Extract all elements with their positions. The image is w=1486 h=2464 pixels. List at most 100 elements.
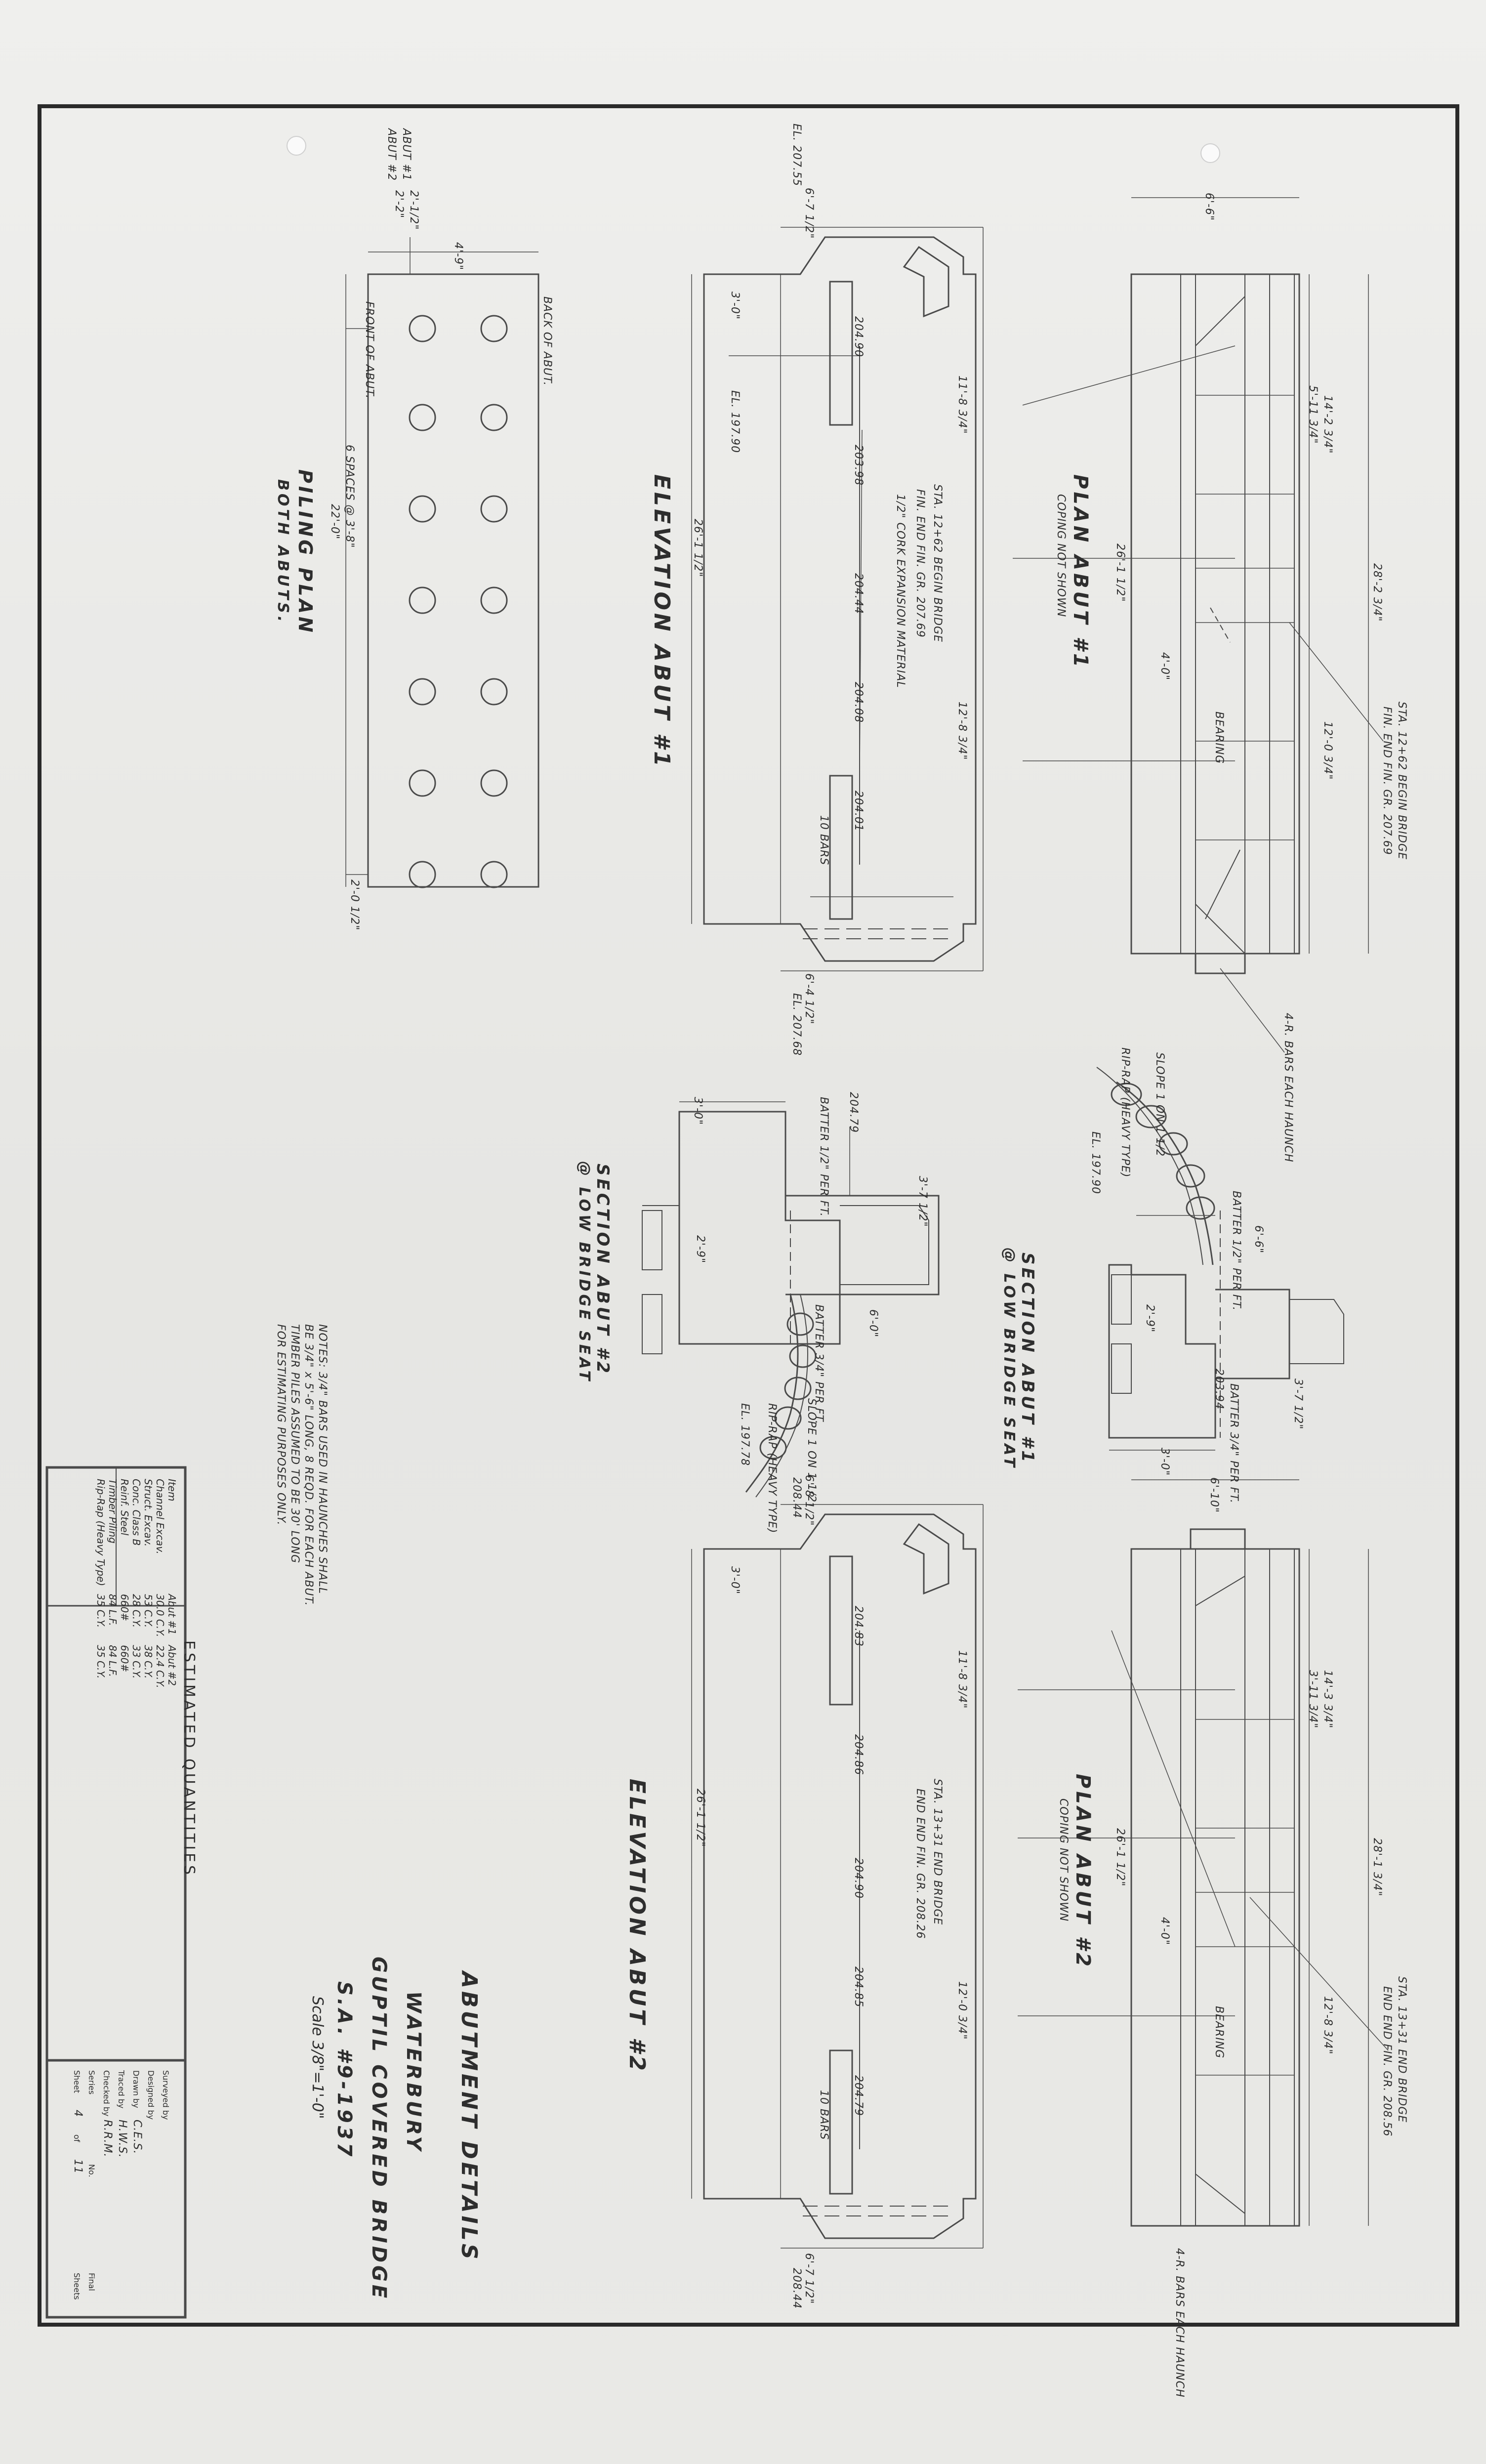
plan-abut-2-lines: [1018, 1479, 1389, 2227]
elev1-dim3: 6'-4 1/2": [803, 973, 815, 1025]
section2-seat: 3'-7 1/2": [916, 1176, 929, 1227]
section1-batter1: BATTER 1/2" PER FT.: [1230, 1191, 1242, 1311]
punch-hole: [287, 136, 306, 156]
notes-line-4: FOR ESTIMATING PURPOSES ONLY.: [275, 1324, 287, 1526]
plan-abut-1-subtitle: COPING NOT SHOWN: [1055, 494, 1067, 618]
notes-line-2: BE 3/4" x 5'-6" LONG, 8 REQD. FOR EACH A…: [302, 1324, 315, 1606]
elev2-el-top: 208.44: [790, 1477, 803, 1518]
final-label: Final: [87, 2273, 96, 2291]
project-number: S.A. #9-1937: [333, 1981, 356, 2160]
plan-abut-1-lines: [1013, 197, 1384, 1053]
elev1-sta: STA. 12+62 BEGIN BRIDGE: [931, 484, 944, 642]
piling-plan-title: PILING PLAN: [294, 469, 316, 635]
piling-width: 4'-9": [452, 242, 464, 271]
piling-spaces: 6 SPACES @ 3'-8": [343, 445, 356, 548]
plan2-bars: 4-R. BARS EACH HAUNCH: [1173, 2248, 1186, 2398]
section1-d3: 2'-9": [1144, 1304, 1156, 1333]
piling-dim-a: 2'-1/2": [408, 190, 420, 230]
of-label: of: [72, 2134, 82, 2142]
elev2-bars: 10 BARS: [818, 2090, 830, 2140]
elev2-el-bot: 208.44: [790, 2268, 803, 2309]
section2-el2: 204.79: [847, 1092, 860, 1133]
sheet-number: 4: [72, 2110, 84, 2117]
drawing-title: ABUTMENT DETAILS: [456, 1971, 482, 2262]
plan-abut-2-title: PLAN ABUT #2: [1072, 1774, 1094, 1969]
checked-by-label: Checked by: [102, 2070, 111, 2117]
section1-slope: SLOPE 1 ON 1 1/2: [1154, 1052, 1166, 1157]
plan2-sta: STA. 13+31 END BRIDGE: [1396, 1976, 1408, 2123]
elev2-elev-1: 204.83: [852, 1606, 865, 1647]
section2-d2: 3'-0": [692, 1097, 704, 1126]
plan1-width: 6'-6": [1203, 193, 1215, 221]
piling-back: BACK OF ABUT.: [541, 296, 553, 386]
plan1-d1: 14'-2 3/4": [1321, 395, 1334, 454]
elevation-abut-2-title: ELEVATION ABUT #2: [624, 1779, 650, 2074]
piling-plan-outline: [367, 273, 539, 888]
sheets-label: Sheets: [72, 2273, 82, 2300]
section-abut-1-lines: [1096, 1067, 1344, 1451]
elev1-half: 12'-8 3/4": [956, 702, 968, 760]
plan2-d4: 4'-0": [1158, 1917, 1171, 1946]
elevation-abut-2-lines: [691, 1504, 984, 2249]
table-row: Struct. Excav.53 C.Y.38 C.Y.: [142, 1479, 154, 1679]
elevation-abut-1-lines: [691, 227, 984, 971]
no-label: No.: [87, 2164, 96, 2177]
plan2-width: 6'-10": [1208, 1477, 1220, 1513]
section1-el2: 203.94: [1213, 1369, 1225, 1410]
piling-front: FRONT OF ABUT.: [363, 301, 375, 399]
elev1-elev-1: 204.90: [852, 316, 865, 357]
elev1-joint: 1/2" CORK EXPANSION MATERIAL: [894, 494, 907, 688]
designed-by-label: Designed by: [146, 2070, 156, 2120]
traced-by-label: Traced by: [117, 2070, 126, 2109]
section-abut-1-title: SECTION ABUT #1: [1018, 1253, 1037, 1465]
section1-d2: 3'-0": [1158, 1448, 1171, 1476]
sheet-total: 11: [72, 2159, 84, 2174]
piling-plan-subtitle: BOTH ABUTS.: [274, 479, 291, 625]
series-label: Series: [87, 2070, 96, 2095]
plan-abut-2-subtitle: COPING NOT SHOWN: [1057, 1798, 1070, 1922]
plan2-fin: END END FIN. GR. 208.56: [1381, 1986, 1393, 2137]
section-abut-2-title: SECTION ABUT #2: [593, 1164, 613, 1376]
plan1-bars: 4-R. BARS EACH HAUNCH: [1282, 1013, 1294, 1163]
section2-batter2: BATTER 1/2" PER FT.: [818, 1097, 830, 1217]
bridge-name: GUPTIL COVERED BRIDGE: [368, 1957, 390, 2301]
pile-circles: [409, 315, 508, 888]
elev1-el-wall: EL. 197.90: [729, 390, 741, 454]
elev2-elev-2: 204.86: [852, 1734, 865, 1775]
traced-by: H.W.S.: [116, 2120, 128, 2158]
elev2-fin: END END FIN. GR. 208.26: [914, 1789, 926, 1939]
piling-total: 22'-0": [329, 504, 341, 540]
elev1-el-bot: EL. 207.68: [790, 993, 803, 1056]
section-abut-1-subtitle: @ LOW BRIDGE SEAT: [1000, 1248, 1018, 1470]
piling-dim-c: 2'-0 1/2": [348, 879, 361, 931]
section2-d1: 6'-0": [867, 1309, 879, 1338]
section2-el: EL. 197.78: [739, 1403, 751, 1466]
notes-line-3: TIMBER PILES ASSUMED TO BE 30' LONG: [289, 1324, 301, 1564]
section1-seat: 3'-7 1/2": [1292, 1378, 1304, 1430]
plan1-fin: FIN. END FIN. GR. 207.69: [1381, 707, 1393, 855]
sheet-label: Sheet: [72, 2070, 82, 2093]
elev1-elev-2: 203.98: [852, 445, 865, 486]
drawing-scale: Scale 3/8"=1'-0": [309, 1996, 326, 2119]
table-row: Channel Excav.30.0 C.Y.22.4 C.Y.: [154, 1479, 166, 1688]
elev1-elev-5: 204.01: [852, 791, 865, 832]
sheet-border: [38, 104, 1459, 2327]
section1-riprap: RIP-RAP (HEAVY TYPE): [1119, 1047, 1131, 1178]
elev2-length: 26'-1 1/2": [694, 1789, 706, 1847]
notes-line-1: NOTES: 3/4" BARS USED IN HAUNCHES SHALL: [316, 1324, 329, 1594]
elev1-height: 11'-8 3/4": [956, 376, 968, 434]
elev1-length: 26'-1 1/2": [692, 519, 704, 578]
drawn-by-label: Drawn by: [131, 2070, 141, 2108]
piling-dim-b: 2'-2": [393, 190, 405, 219]
plan1-length: 28'-2 3/4": [1371, 563, 1383, 622]
plan2-d5: 26'-1 1/2": [1114, 1828, 1126, 1887]
elev2-elev-5: 204.79: [852, 2075, 865, 2116]
table-row: Rip-Rap (Heavy Type)35 C.Y.35 C.Y.: [95, 1479, 107, 1679]
plan1-sta: STA. 12+62 BEGIN BRIDGE: [1396, 702, 1408, 860]
plan1-d2: 12'-0 3/4": [1321, 721, 1334, 780]
